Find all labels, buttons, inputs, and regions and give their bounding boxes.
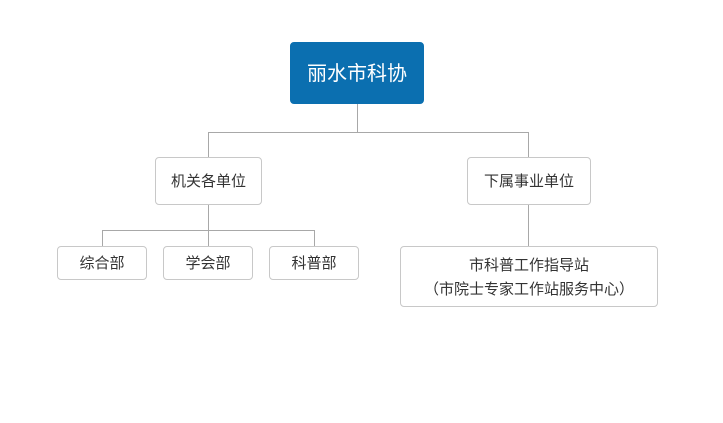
leaf-node-label-line-1: 市科普工作指导站 xyxy=(468,255,589,274)
connector-to-branch-1 xyxy=(208,132,209,157)
leaf-node-general-dept: 综合部 xyxy=(57,246,147,280)
connector-to-branch-2 xyxy=(528,132,529,157)
connector-to-child-3 xyxy=(314,230,315,246)
connector-branch-1-down xyxy=(208,205,209,230)
branch-node-label: 机关各单位 xyxy=(170,172,246,190)
branch-node-agencies: 机关各单位 xyxy=(155,157,262,205)
branch-node-label: 下属事业单位 xyxy=(483,172,574,190)
root-node: 丽水市科协 xyxy=(290,42,424,104)
connector-level1-bar xyxy=(208,132,529,133)
leaf-node-label-line-2: （市院士专家工作站服务中心） xyxy=(423,279,634,298)
leaf-node-popular-science-dept: 科普部 xyxy=(269,246,359,280)
leaf-node-label: 综合部 xyxy=(79,254,125,272)
root-node-label: 丽水市科协 xyxy=(307,61,407,85)
connector-to-child-2 xyxy=(208,230,209,246)
leaf-node-society-dept: 学会部 xyxy=(163,246,253,280)
branch-node-affiliated-units: 下属事业单位 xyxy=(467,157,591,205)
connector-root-down xyxy=(357,104,358,132)
leaf-node-label: 学会部 xyxy=(185,254,231,272)
connector-branch-2-down xyxy=(528,205,529,246)
leaf-node-guidance-station: 市科普工作指导站 （市院士专家工作站服务中心） xyxy=(400,246,658,307)
connector-to-child-1 xyxy=(102,230,103,246)
leaf-node-label: 科普部 xyxy=(291,254,337,272)
